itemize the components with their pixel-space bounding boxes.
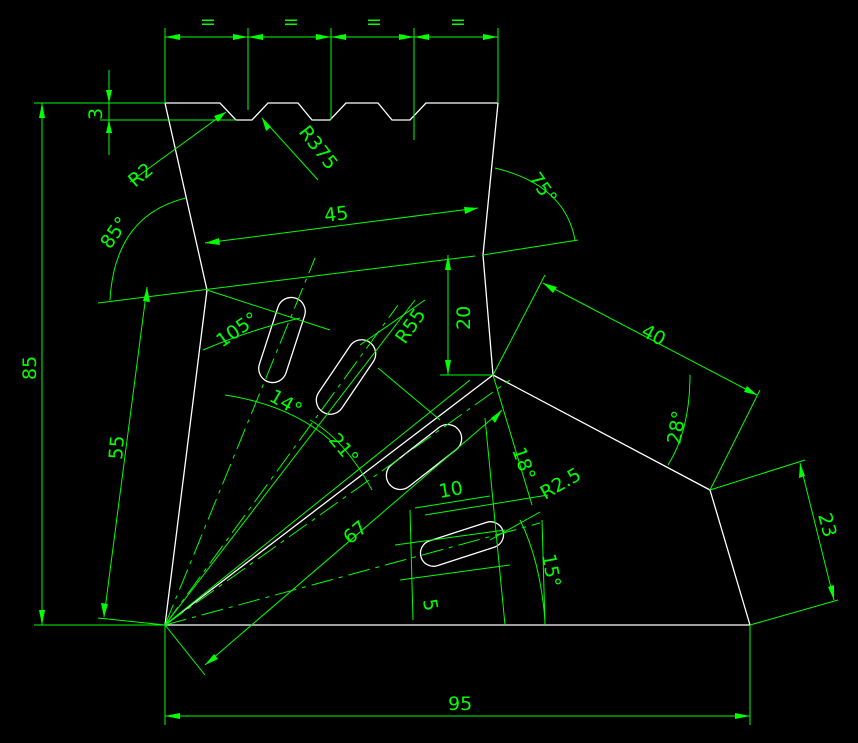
top-wavy-edge — [165, 102, 498, 121]
label-equal-1: = — [200, 11, 216, 33]
dim-45-line — [204, 207, 479, 244]
angle-18-ext-2 — [484, 417, 506, 626]
label-45: 45 — [323, 202, 350, 227]
label-67: 67 — [339, 516, 372, 548]
angle-105-arc — [202, 317, 301, 351]
label-3: 3 — [85, 108, 107, 120]
inner-slope-edge — [164, 374, 494, 626]
angle-28-arc — [667, 374, 691, 466]
angle-105-ext — [206, 289, 331, 331]
dim-5-ext-2 — [399, 564, 511, 581]
dimension-labels: = = = = 3 R2 R375 75° 45 85° 85 105° R55… — [19, 11, 841, 715]
right-lower-edge — [709, 489, 751, 626]
dimension-lines — [41, 28, 839, 725]
dim-23-ext-1 — [709, 459, 806, 491]
r2-leader — [129, 111, 227, 183]
slot-3 — [385, 423, 463, 491]
label-equal-4: = — [450, 11, 466, 33]
label-r25: R2.5 — [537, 464, 586, 505]
angle-21-arc — [309, 419, 373, 491]
slot-1 — [258, 296, 306, 384]
angle-75-arc — [494, 167, 576, 241]
radial-line-5 — [164, 299, 416, 626]
radial-line-4 — [164, 522, 541, 626]
r375-leader — [261, 117, 319, 181]
dim-10-ext-1 — [424, 494, 549, 516]
dim-5-ext-1 — [394, 529, 506, 546]
label-95: 95 — [448, 693, 472, 715]
label-10: 10 — [437, 477, 465, 503]
r55-leader — [359, 299, 426, 346]
label-23: 23 — [813, 511, 841, 540]
dim-40-ext-2 — [709, 389, 761, 491]
right-slope-edge — [492, 374, 711, 491]
center-lines — [34, 102, 541, 626]
upper-left-edge — [164, 102, 208, 291]
lower-left-edge — [164, 289, 208, 626]
label-15-deg: 15° — [537, 552, 565, 589]
label-14-deg: 14° — [266, 385, 306, 421]
angle-75-ext — [482, 239, 579, 256]
dim-5-line — [409, 509, 414, 621]
label-55: 55 — [105, 434, 129, 460]
label-r55: R55 — [391, 305, 430, 348]
dim-23-line — [799, 462, 835, 601]
label-20: 20 — [453, 306, 475, 330]
arrowheads — [39, 34, 834, 719]
label-r2: R2 — [124, 159, 158, 192]
label-105-deg: 105° — [212, 308, 262, 352]
dim-10-line — [414, 495, 491, 509]
angle-15-line — [541, 519, 546, 626]
neck-right-edge — [482, 254, 494, 376]
datum-line-bottom — [97, 617, 166, 626]
radial-line-6 — [164, 379, 471, 626]
radial-line-1 — [164, 257, 316, 626]
label-r375: R375 — [294, 122, 342, 175]
dim-55-line — [103, 286, 148, 618]
dim-67-line — [204, 409, 503, 666]
part-outline — [164, 102, 751, 626]
label-85-deg: 85° — [96, 213, 133, 253]
label-5: 5 — [418, 597, 442, 613]
angle-18-ext — [492, 374, 533, 506]
dim-23-ext-2 — [749, 599, 839, 626]
r25-leader — [489, 511, 541, 541]
upper-right-edge — [482, 102, 499, 256]
angle-85-arc — [109, 197, 187, 301]
slot-2 — [315, 339, 377, 415]
datum-line-top — [97, 255, 476, 304]
angle-arc-ext — [377, 367, 441, 421]
label-75-deg: 75° — [524, 168, 561, 208]
label-18-deg: 18° — [507, 444, 539, 483]
label-28-deg: 28° — [663, 409, 691, 446]
label-equal-3: = — [366, 11, 382, 33]
label-equal-2: = — [283, 11, 299, 33]
angle-14-arc — [224, 394, 331, 441]
label-85: 85 — [19, 356, 41, 380]
dim-40-ext-1 — [492, 274, 546, 376]
radial-line-3 — [164, 379, 511, 626]
dim-67-ext — [164, 624, 206, 676]
dim-40-line — [542, 282, 758, 396]
angle-15-arc — [519, 519, 546, 621]
radial-line-2 — [164, 304, 399, 626]
